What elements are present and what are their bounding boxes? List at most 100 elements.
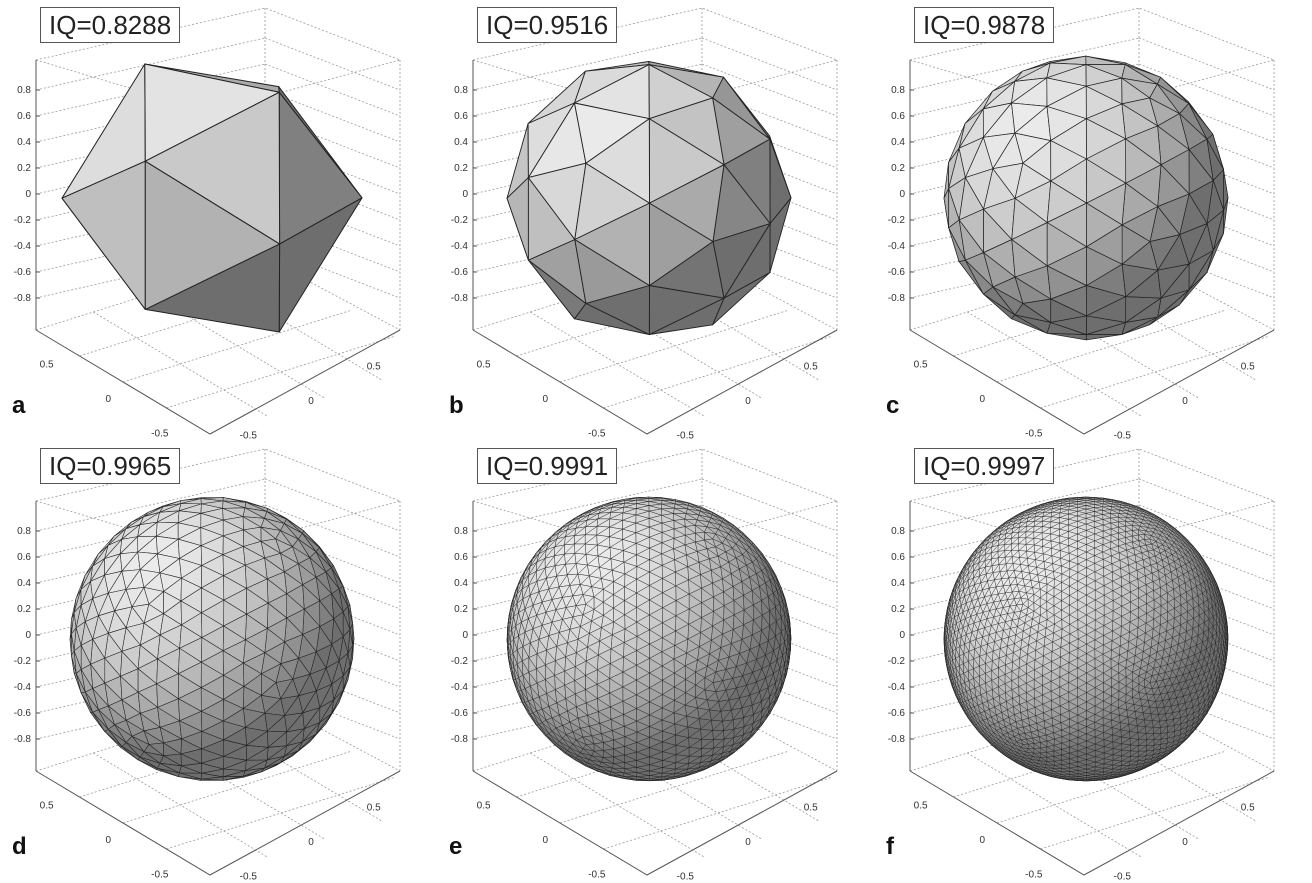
x-tick-label: 0: [979, 835, 985, 846]
y-tick-label: -0.5: [677, 871, 695, 882]
mesh-facet: [585, 118, 650, 204]
mesh-surface: [943, 55, 1229, 341]
grid-line: [1040, 335, 1270, 409]
grid-line: [1138, 63, 1275, 117]
z-tick-label: -0.6: [451, 708, 469, 719]
z-tick-label: 0: [462, 189, 468, 200]
grid-line: [701, 478, 838, 532]
z-tick-label: 0.6: [17, 552, 31, 563]
grid-line: [603, 335, 833, 409]
y-tick-label: -0.5: [677, 430, 695, 441]
grid-line: [559, 309, 790, 383]
z-tick-label: -0.6: [14, 267, 32, 278]
mesh-facet: [769, 138, 792, 224]
iq-label-d: IQ=0.9965: [40, 448, 181, 484]
panel-letter-d: d: [12, 833, 27, 860]
mesh-facet: [278, 91, 363, 245]
z-tick-label: -0.4: [451, 241, 469, 252]
x-tick-label: 0: [105, 835, 111, 846]
z-tick-label: 0.4: [891, 578, 905, 589]
floor-axis-line: [472, 329, 838, 435]
y-tick-label: -0.5: [1114, 430, 1132, 441]
grid-line: [166, 335, 396, 409]
y-tick-label: -0.5: [1114, 871, 1132, 882]
mesh-facet: [1085, 334, 1123, 341]
x-tick-label: 0.5: [40, 360, 54, 371]
z-tick-label: 0.6: [891, 552, 905, 563]
z-tick-label: -0.4: [451, 682, 469, 693]
x-tick-label: 0: [979, 394, 985, 405]
mesh-surface: [69, 497, 355, 781]
mesh-plot-e: 0.80.60.40.20-0.2-0.4-0.6-0.80.50-0.50.5…: [451, 448, 838, 882]
iq-label-e: IQ=0.9991: [477, 448, 618, 484]
grid-line: [701, 504, 838, 558]
y-tick-label: 0: [308, 396, 314, 407]
axes-box: 0.80.60.40.20-0.2-0.4-0.6-0.80.50-0.50.5…: [451, 7, 838, 441]
x-tick-label: 0: [542, 835, 548, 846]
z-tick-label: 0.6: [454, 552, 468, 563]
y-tick-label: 0: [745, 837, 751, 848]
floor-axis-line: [472, 770, 838, 876]
mesh-facet: [201, 625, 224, 651]
mesh-surface: [506, 61, 792, 335]
grid-line: [264, 37, 401, 91]
mesh-facet: [144, 91, 281, 245]
z-tick-label: 0.4: [891, 137, 905, 148]
z-tick-label: -0.8: [888, 293, 906, 304]
floor-axis-line: [909, 329, 1275, 435]
z-tick-label: -0.8: [451, 293, 469, 304]
grid-line: [472, 478, 703, 532]
iq-label-a: IQ=0.8288: [40, 7, 181, 43]
y-tick-label: 0: [1182, 396, 1188, 407]
grid-line: [264, 504, 401, 558]
grid-line: [996, 309, 1227, 383]
grid-line: [603, 776, 833, 850]
panel-letter-b: b: [449, 392, 464, 419]
x-tick-label: 0.5: [914, 801, 928, 812]
y-tick-label: 0.5: [804, 803, 818, 814]
z-tick-label: -0.2: [888, 215, 906, 226]
grid-line: [559, 750, 790, 824]
x-tick-label: 0.5: [477, 801, 491, 812]
x-tick-label: -0.5: [1025, 869, 1043, 880]
z-tick-label: -0.8: [451, 734, 469, 745]
y-tick-label: 0.5: [367, 803, 381, 814]
x-tick-label: 0.5: [914, 360, 928, 371]
floor-axis-line: [35, 329, 401, 435]
z-tick-label: 0: [899, 630, 905, 641]
z-tick-label: 0.2: [891, 163, 905, 174]
z-tick-label: 0.8: [17, 85, 31, 96]
z-tick-label: -0.8: [888, 734, 906, 745]
grid-line: [35, 478, 266, 532]
z-tick-label: -0.2: [451, 656, 469, 667]
grid-line: [264, 63, 401, 117]
z-tick-label: 0.2: [454, 604, 468, 615]
z-tick-label: 0.8: [17, 526, 31, 537]
z-tick-label: 0: [25, 630, 31, 641]
grid-line: [472, 37, 703, 91]
x-tick-label: -0.5: [151, 869, 169, 880]
z-tick-label: -0.8: [14, 734, 32, 745]
x-tick-label: 0: [105, 394, 111, 405]
z-tick-label: -0.2: [451, 215, 469, 226]
x-tick-label: -0.5: [588, 869, 606, 880]
mesh-surface: [61, 63, 363, 333]
grid-line: [1138, 478, 1275, 532]
z-tick-label: 0.2: [17, 163, 31, 174]
x-tick-label: 0.5: [477, 360, 491, 371]
mesh-facet: [1050, 158, 1087, 204]
y-tick-label: 0.5: [1241, 362, 1255, 373]
y-tick-label: 0.5: [1241, 803, 1255, 814]
grid-line: [1138, 37, 1275, 91]
z-tick-label: 0: [25, 189, 31, 200]
panel-letter-c: c: [886, 392, 900, 419]
z-tick-label: 0.4: [454, 137, 468, 148]
z-tick-label: 0.8: [891, 85, 905, 96]
y-tick-label: 0.5: [367, 362, 381, 373]
